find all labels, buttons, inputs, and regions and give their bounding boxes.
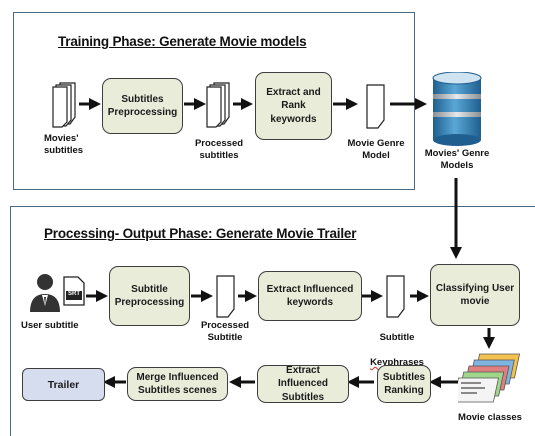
movie-genre-model-label: Movie Genre Model <box>347 138 405 162</box>
extract-rank-keywords-box: Extract and Rank keywords <box>255 72 332 140</box>
extract-influenced-subtitles-box: Extract Influenced Subtitles <box>257 365 349 403</box>
processing-phase-frame <box>10 206 535 436</box>
training-phase-title: Training Phase: Generate Movie models <box>58 34 307 49</box>
movies-subtitles-documents-icon <box>52 82 76 128</box>
extract-influenced-keywords-box: Extract Influenced keywords <box>258 271 362 321</box>
user-subtitle-label: User subtitle <box>21 320 79 331</box>
merge-influenced-subtitles-box: Merge Influenced Subtitles scenes <box>127 367 228 401</box>
subtitle-keyphrases-label: Subtitle Keyphrases <box>366 320 428 369</box>
processed-subtitles-label: Processed subtitles <box>194 138 244 162</box>
movie-classes-label: Movie classes <box>458 412 522 423</box>
training-phase-frame <box>13 12 415 190</box>
processed-subtitles-documents-icon <box>206 82 230 128</box>
movie-genre-model-document-icon <box>366 84 385 129</box>
processed-subtitle-label: Processed Subtitle <box>200 320 250 344</box>
subtitle-keyphrases-document-icon <box>386 275 405 318</box>
srt-tag-label: SRT <box>68 291 80 297</box>
srt-file-icon <box>63 276 85 306</box>
subtitle-keyphrases-line1: Subtitle <box>379 332 415 344</box>
user-person-icon <box>30 274 60 312</box>
trailer-box: Trailer <box>22 368 105 401</box>
movie-classes-folders-icon <box>458 353 521 403</box>
subtitle-keyphrases-line2: Keyphrases <box>370 357 424 369</box>
subtitle-preprocessing-box: Subtitle Preprocessing <box>109 266 190 326</box>
subtitles-preprocessing-box: Subtitles Preprocessing <box>102 78 183 134</box>
subtitles-ranking-box: Subtitles Ranking <box>377 365 431 403</box>
database-icon <box>432 72 482 146</box>
movies-genre-models-label: Movies' Genre Models <box>424 148 490 172</box>
movies-subtitles-label: Movies' subtitles <box>44 133 84 157</box>
processed-subtitle-document-icon <box>216 275 235 318</box>
classifying-user-movie-box: Classifying User movie <box>430 264 520 326</box>
processing-phase-title: Processing- Output Phase: Generate Movie… <box>44 226 357 241</box>
